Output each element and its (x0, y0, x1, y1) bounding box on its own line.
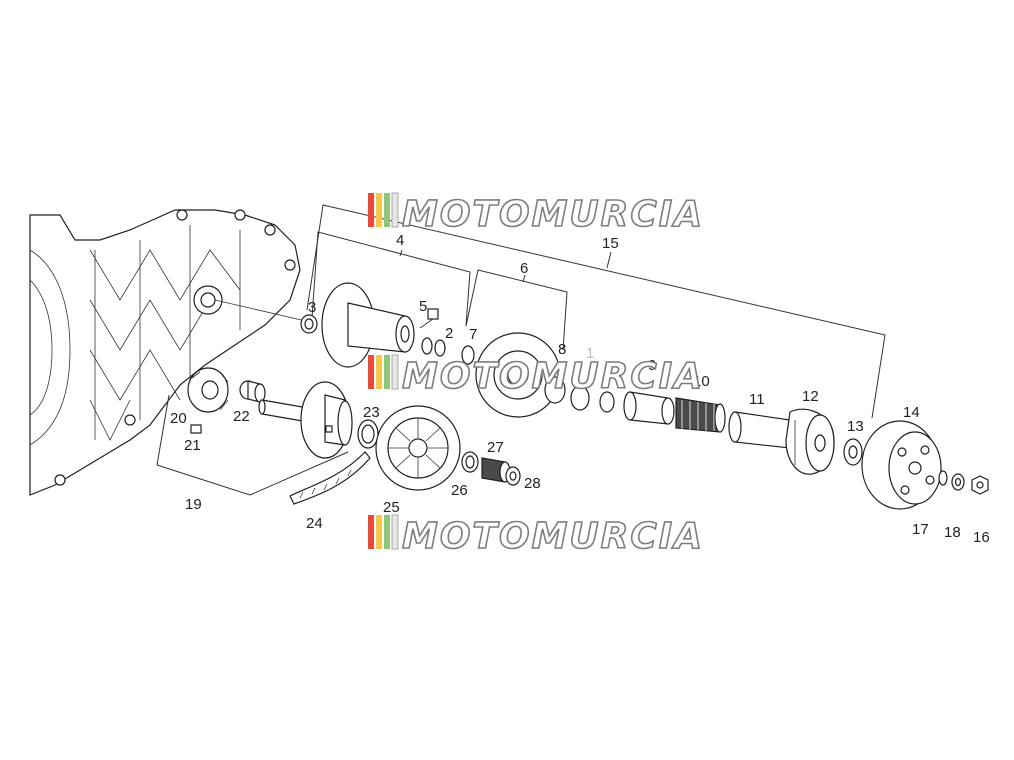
part-variator-25 (375, 405, 461, 491)
callout-23: 23 (363, 404, 380, 421)
callout-22: 22 (233, 408, 250, 425)
part-rings-2-7 (421, 337, 475, 365)
part-roller-holder-20 (187, 367, 229, 413)
watermark-text: MOTOMURCIA (402, 194, 704, 235)
callout-5: 5 (419, 298, 427, 315)
callout-16: 16 (973, 529, 990, 546)
callout-4: 4 (396, 232, 404, 249)
part-bushing-22 (239, 380, 266, 403)
watermark-text: MOTOMURCIA (402, 356, 704, 397)
part-clutch-bell-14 (861, 420, 942, 510)
watermark-stripes-logo (368, 192, 399, 228)
part-spring-10 (675, 397, 726, 433)
axis-line (214, 299, 311, 323)
callout-3: 3 (308, 299, 316, 316)
callout-19: 19 (185, 496, 202, 513)
callout-9: 9 (648, 357, 656, 374)
callout-15: 15 (602, 235, 619, 252)
part-clutch-12 (785, 408, 835, 475)
callout-1: 1 (586, 345, 594, 362)
watermark-bottom: MOTOMURCIA (368, 514, 704, 558)
part-fixed-pulley (321, 282, 415, 368)
callout-11: 11 (749, 391, 765, 408)
callout-21: 21 (184, 437, 201, 454)
callout-18: 18 (944, 524, 961, 541)
callout-7: 7 (469, 326, 477, 343)
part-washer-13 (843, 438, 863, 466)
callout-28: 28 (524, 475, 541, 492)
part-ring-26 (461, 451, 479, 473)
part-washer-18 (951, 473, 965, 491)
part-slider-21 (190, 424, 202, 434)
part-nut-16 (971, 475, 989, 495)
callout-2: 2 (445, 325, 453, 342)
part-movable-pulley (475, 332, 561, 418)
watermark-text: MOTOMURCIA (402, 516, 704, 557)
callout-27: 27 (487, 439, 504, 456)
watermark-stripes-logo (368, 354, 399, 390)
callout-6: 6 (520, 260, 528, 277)
callout-8: 8 (558, 341, 566, 358)
callout-12: 12 (802, 388, 819, 405)
part-washer-17 (938, 470, 948, 486)
part-screw-5 (419, 308, 439, 329)
callout-24: 24 (306, 515, 323, 532)
crankcase-housing (29, 209, 301, 496)
part-bushing-3 (300, 314, 318, 334)
callout-20: 20 (170, 410, 187, 427)
part-rollers-8 (544, 376, 615, 413)
part-oring-23 (357, 419, 379, 449)
watermark-middle: MOTOMURCIA (368, 354, 704, 398)
callout-10: 10 (693, 373, 710, 390)
callout-26: 26 (451, 482, 468, 499)
callout-13: 13 (847, 418, 864, 435)
callout-14: 14 (903, 404, 920, 421)
callout-labels: 2 3 4 5 6 7 8 9 10 11 12 13 14 15 16 17 … (170, 232, 990, 546)
watermark-stripes-logo (368, 514, 399, 550)
callout-17: 17 (912, 521, 929, 538)
part-hub-11 (728, 411, 791, 449)
part-belt-24 (289, 451, 371, 505)
watermark-top: MOTOMURCIA (368, 192, 704, 236)
part-nut-28 (505, 466, 521, 486)
assembly-brackets (156, 204, 886, 496)
part-sleeve-9 (623, 391, 675, 425)
part-driven-pulley (258, 381, 353, 459)
callout-25: 25 (383, 499, 400, 516)
